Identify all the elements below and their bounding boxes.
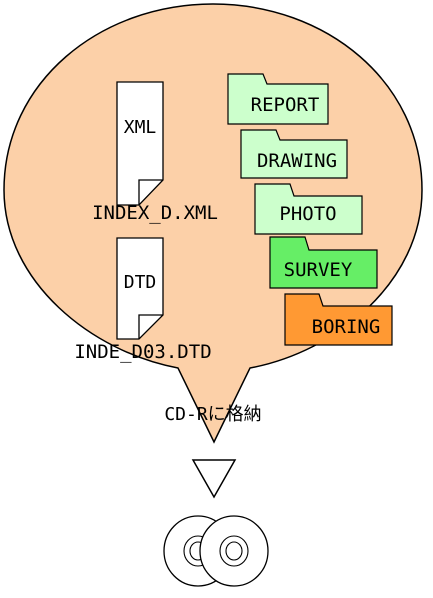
xml-icon-label: XML xyxy=(124,117,157,138)
dtd-filename: INDE_D03.DTD xyxy=(74,341,211,363)
dtd-icon-label: DTD xyxy=(124,272,157,293)
folder-label-drawing: DRAWING xyxy=(257,150,337,172)
dtd-document-icon: DTD xyxy=(116,237,164,340)
store-caption: CD-Rに格納 xyxy=(164,404,261,425)
folder-label-boring: BORING xyxy=(312,316,381,338)
folder-report: REPORT xyxy=(227,73,329,125)
folder-label-survey: SURVEY xyxy=(284,259,353,281)
folder-label-photo: PHOTO xyxy=(279,203,336,225)
cd-disc-front xyxy=(199,515,269,587)
folder-boring: BORING xyxy=(284,293,393,346)
cd-disc-icon xyxy=(163,515,269,587)
xml-document-icon: XML xyxy=(116,81,164,206)
folder-label-report: REPORT xyxy=(251,94,320,116)
folder-drawing: DRAWING xyxy=(240,129,348,179)
xml-filename: INDEX_D.XML xyxy=(92,202,218,224)
folder-survey: SURVEY xyxy=(269,236,378,289)
folder-photo: PHOTO xyxy=(254,183,363,235)
arrow-down-icon xyxy=(191,459,237,499)
